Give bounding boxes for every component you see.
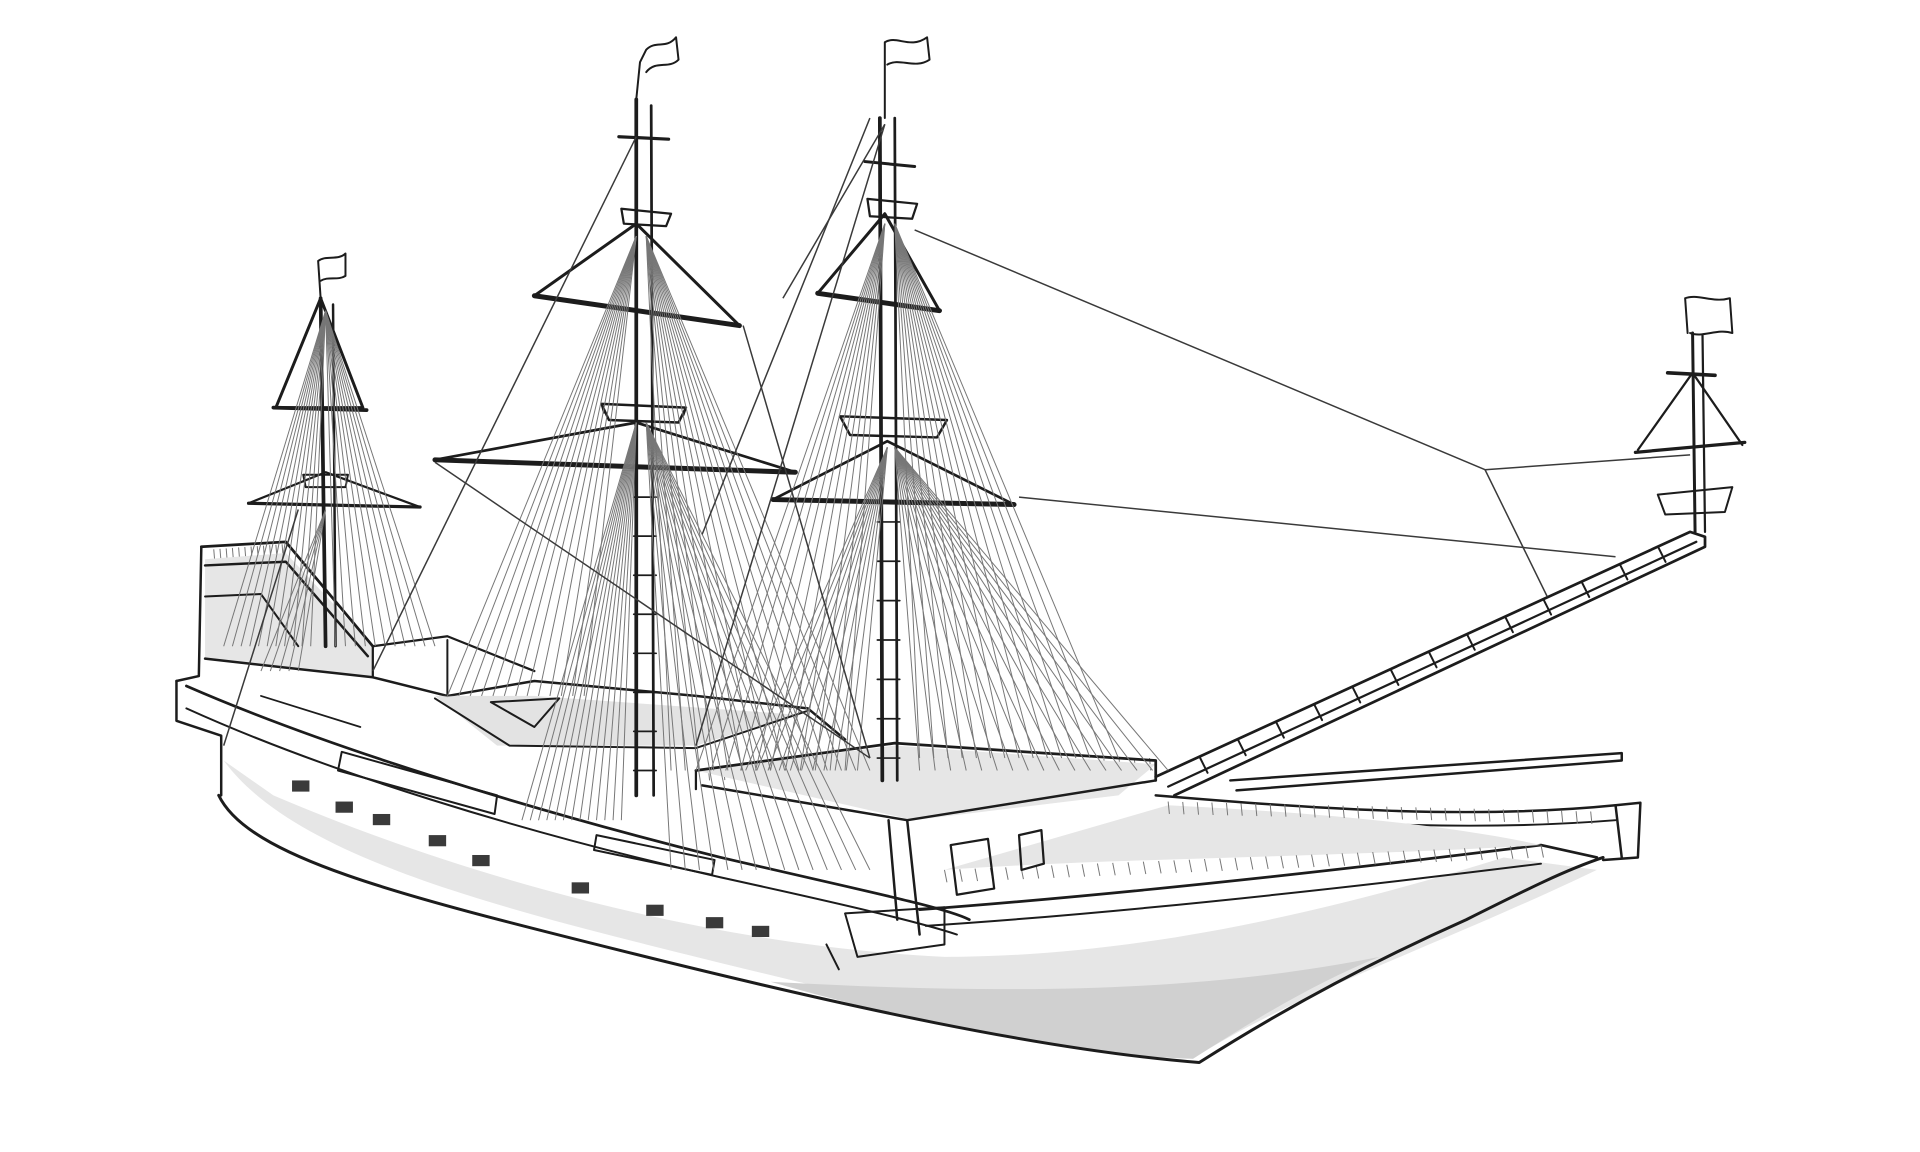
main-mast: [432, 36, 798, 798]
hull: [175, 544, 1642, 1065]
spritsail-topmast: [1633, 295, 1747, 534]
gun-ports: [292, 780, 770, 938]
fore-mast: [770, 36, 1017, 783]
rigging: [222, 117, 1691, 871]
bowsprit: [1154, 530, 1707, 797]
